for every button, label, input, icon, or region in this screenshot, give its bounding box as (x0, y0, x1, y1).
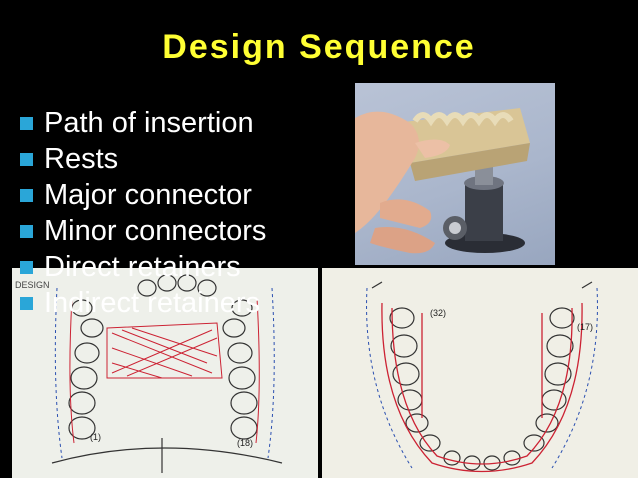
surveyor-photo (355, 83, 555, 265)
tooth-label-32: (32) (430, 308, 446, 318)
surveyor-photo-drawing (355, 108, 530, 254)
list-item-label: Direct retainers (44, 251, 241, 283)
square-bullet-icon (20, 225, 33, 238)
slide-title: Design Sequence (162, 28, 476, 66)
square-bullet-icon (20, 117, 33, 130)
list-item-label: Major connector (44, 179, 252, 211)
list-item-label: Path of insertion (44, 107, 254, 139)
maxillary-design-drawing: DESIGN (1) (18) (12, 268, 318, 478)
list-item: Indirect retainers (20, 285, 266, 321)
drawing-label: DESIGN (15, 280, 50, 290)
mandibular-arch-sketch: (32) (17) (366, 281, 598, 473)
tooth-label-18: (18) (237, 438, 253, 448)
square-bullet-icon (20, 297, 33, 310)
list-item: Rests (20, 141, 266, 177)
list-item-label: Rests (44, 143, 119, 175)
mandibular-design-drawing: (32) (17) (322, 268, 638, 478)
list-item: Path of insertion (20, 105, 266, 141)
list-item: Minor connectors (20, 213, 266, 249)
maxillary-arch-sketch: (1) (18) (51, 274, 283, 473)
list-item-label: Indirect retainers (44, 287, 260, 319)
design-steps-list: Path of insertion Rests Major connector … (20, 105, 266, 321)
tooth-label-17: (17) (577, 322, 593, 332)
list-item: Direct retainers (20, 249, 266, 285)
list-item-label: Minor connectors (44, 215, 267, 247)
tooth-label-1: (1) (90, 432, 101, 442)
list-item: Major connector (20, 177, 266, 213)
square-bullet-icon (20, 189, 33, 202)
square-bullet-icon (20, 261, 33, 274)
square-bullet-icon (20, 153, 33, 166)
